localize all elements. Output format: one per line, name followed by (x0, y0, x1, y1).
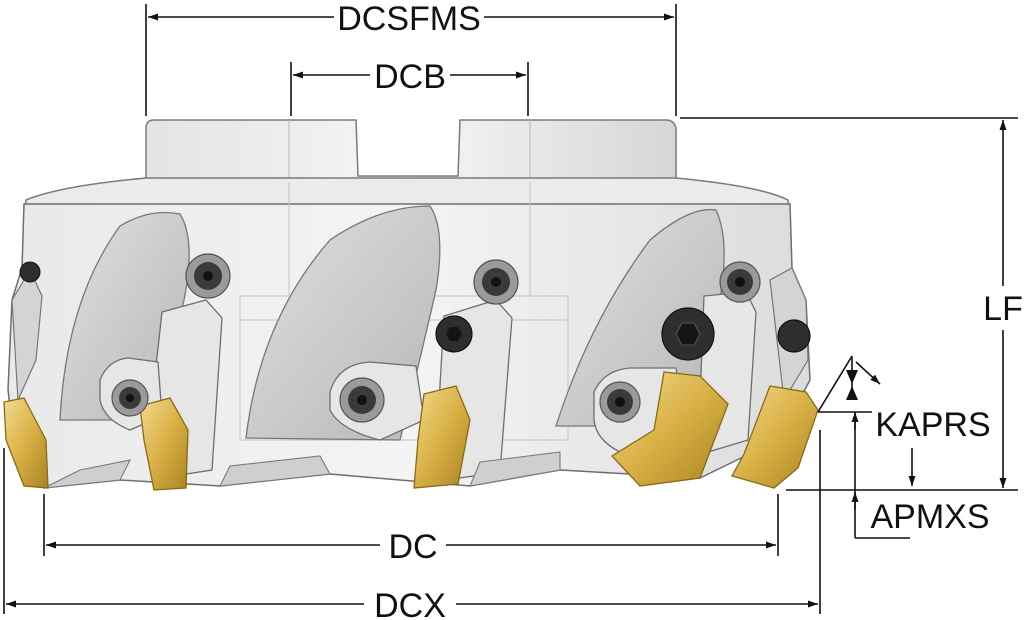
screw-icon (339, 377, 385, 423)
clamp-screws (19, 253, 811, 423)
label-dcb: DCB (374, 58, 446, 96)
cutting-inserts (3, 371, 819, 491)
dimensions (3, 4, 1018, 614)
label-kaprs: KAPRS (875, 406, 990, 444)
insert-2 (413, 385, 471, 489)
hex-bolt-icon (19, 261, 41, 283)
apmxs-dimension (851, 412, 916, 539)
insert-left-edge (3, 397, 49, 489)
dimension-labels: DCSFMS DCB LF KAPRS APMXS DC DCX (337, 0, 1023, 620)
label-dc: DC (388, 528, 437, 566)
hex-bolt-icon (661, 307, 715, 361)
label-lf: LF (983, 290, 1023, 328)
hex-bolt-icon (435, 315, 473, 353)
insert-1 (139, 397, 189, 491)
insert-4 (731, 385, 819, 489)
screw-icon (719, 261, 761, 303)
hex-bolt-icon (777, 319, 811, 353)
kaprs-angle (817, 355, 881, 413)
label-dcx: DCX (374, 587, 446, 620)
label-apmxs: APMXS (870, 498, 989, 536)
screw-icon (599, 381, 641, 423)
bottom-facets (43, 451, 561, 489)
screw-icon (111, 379, 149, 417)
screw-icon (473, 259, 519, 305)
label-dcsfms: DCSFMS (337, 0, 481, 38)
shank (145, 119, 677, 183)
screw-icon (185, 253, 231, 299)
insert-3 (610, 371, 729, 487)
